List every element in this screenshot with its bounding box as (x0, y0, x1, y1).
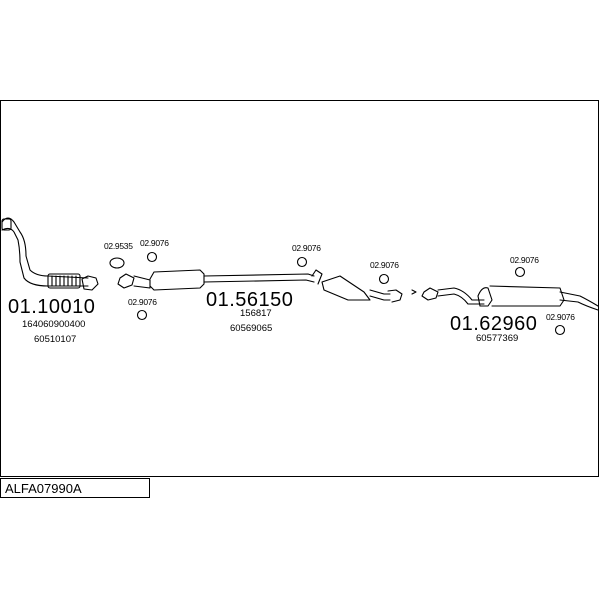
clamp-ring (378, 273, 390, 285)
assembly-code-box: ALFA07990A (0, 478, 150, 498)
clamp-ring (514, 266, 526, 278)
part-ref-2b: 60569065 (230, 323, 273, 334)
assembly-code: ALFA07990A (5, 481, 82, 496)
fitting-label: 02.9076 (546, 312, 575, 322)
part-ref-3a: 60577369 (476, 333, 519, 344)
part-number-1: 01.10010 (8, 296, 96, 318)
rear-silencer (421, 285, 599, 311)
clamp-ring (136, 309, 148, 321)
fitting-label: 02.9076 (510, 255, 539, 265)
gasket-ring (109, 257, 125, 269)
fitting-label: 02.9076 (128, 297, 157, 307)
part-ref-1a: 164060900400 (22, 319, 86, 330)
part-ref-1b: 60510107 (34, 334, 77, 345)
fitting-label: 02.9076 (370, 260, 399, 270)
center-silencer-pipe (117, 269, 403, 303)
part-number-3: 01.62960 (450, 313, 538, 335)
fitting-label: 02.9535 (104, 241, 133, 251)
clamp-ring (296, 256, 308, 268)
part-number-2: 01.56150 (206, 289, 294, 311)
clamp-ring (554, 324, 566, 336)
front-downpipe (1, 217, 99, 291)
fitting-label: 02.9076 (140, 238, 169, 248)
fitting-label: 02.9076 (292, 243, 321, 253)
part-ref-2a: 156817 (240, 308, 272, 319)
drawing-frame (0, 100, 599, 477)
clamp-ring (146, 251, 158, 263)
